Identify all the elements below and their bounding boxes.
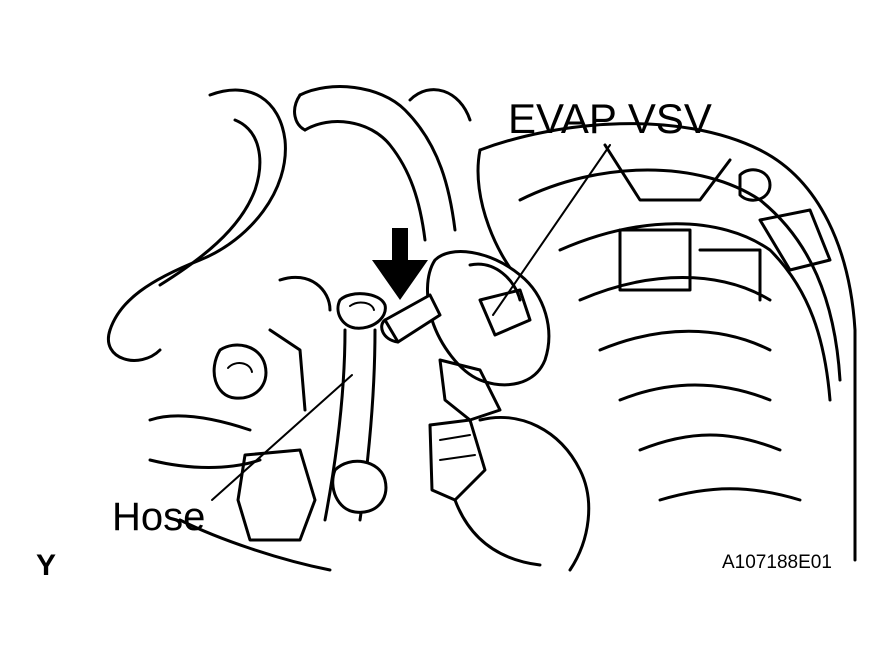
coolant-hose-left (106, 85, 472, 362)
evap-vsv-leader-line (492, 144, 611, 316)
evap-vsv-label: EVAP VSV (508, 95, 712, 142)
air-intake-duct (476, 122, 857, 562)
evap-vsv-body (380, 250, 551, 422)
connector (428, 415, 591, 572)
down-arrow (372, 228, 428, 300)
lower-components (148, 275, 388, 572)
hose-leader-line (211, 374, 353, 501)
figure-code: A107188E01 (722, 552, 832, 573)
hose-label: Hose (112, 495, 206, 539)
view-letter: Y (36, 549, 57, 582)
